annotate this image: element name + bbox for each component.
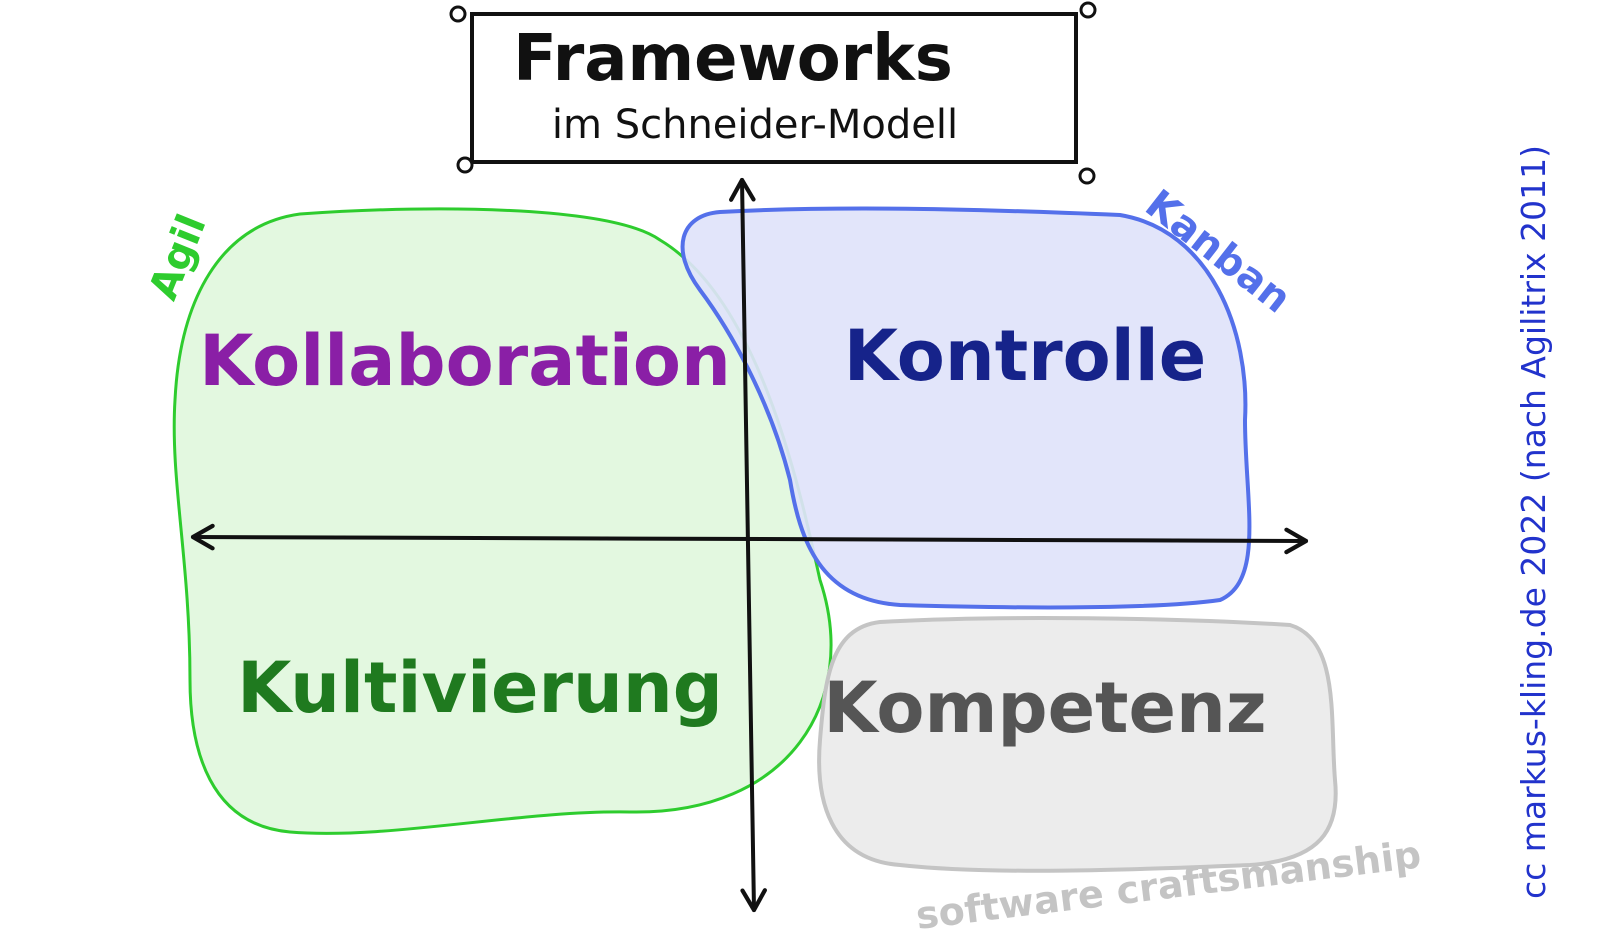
vertical-axis — [729, 177, 767, 913]
title-box: Frameworks im Schneider-Modell — [449, 1, 1097, 185]
agil-region — [172, 207, 833, 835]
quadrant-kollaboration: Kollaboration — [199, 320, 731, 402]
craftsmanship-region — [817, 616, 1338, 873]
quadrant-kompetenz: Kompetenz — [823, 667, 1266, 749]
quadrant-kultivierung: Kultivierung — [237, 647, 723, 729]
quadrant-kontrolle: Kontrolle — [844, 315, 1206, 397]
title-sub: im Schneider-Modell — [552, 102, 958, 148]
title-main: Frameworks — [513, 22, 953, 96]
credit-text: cc markus-kling.de 2022 (nach Agilitrix … — [1514, 145, 1553, 899]
